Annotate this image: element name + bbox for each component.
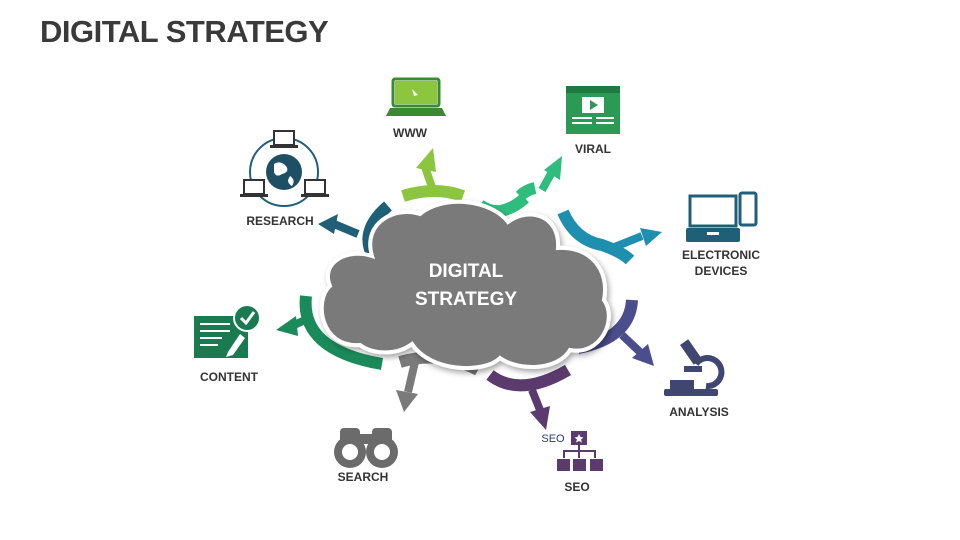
arc-viral (476, 156, 562, 218)
document-edit-icon (194, 304, 261, 358)
microscope-icon (664, 339, 725, 396)
video-screen-icon (566, 86, 620, 134)
label-seo: SEO (564, 480, 590, 494)
sitemap-icon (557, 431, 603, 471)
label-content: CONTENT (200, 370, 258, 384)
seo-icon-text: SEO (541, 433, 565, 445)
center-line-2: STRATEGY (414, 289, 518, 310)
arc-electronic (557, 209, 662, 265)
label-search: SEARCH (337, 470, 389, 484)
label-electronic-devices: ELECTRONIC DEVICES (682, 247, 760, 279)
label-analysis: ANALYSIS (669, 405, 729, 419)
center-title: DIGITAL STRATEGY (415, 258, 517, 314)
laptop-icon (386, 77, 446, 116)
label-www: WWW (393, 126, 427, 140)
arc-www (401, 148, 466, 202)
page-title: DIGITAL STRATEGY (40, 14, 329, 49)
arc-content (276, 295, 384, 370)
arc-seo (486, 364, 572, 430)
cloud-shape (319, 199, 611, 370)
label-viral: VIRAL (575, 142, 611, 156)
center-line-1: DIGITAL (428, 261, 504, 282)
label-electronic-line2: DEVICES (694, 264, 748, 278)
network-globe-icon (240, 130, 329, 207)
label-research: RESEARCH (246, 214, 314, 228)
binoculars-icon (334, 428, 398, 468)
devices-icon (686, 191, 758, 242)
label-electronic-line1: ELECTRONIC (682, 248, 760, 262)
